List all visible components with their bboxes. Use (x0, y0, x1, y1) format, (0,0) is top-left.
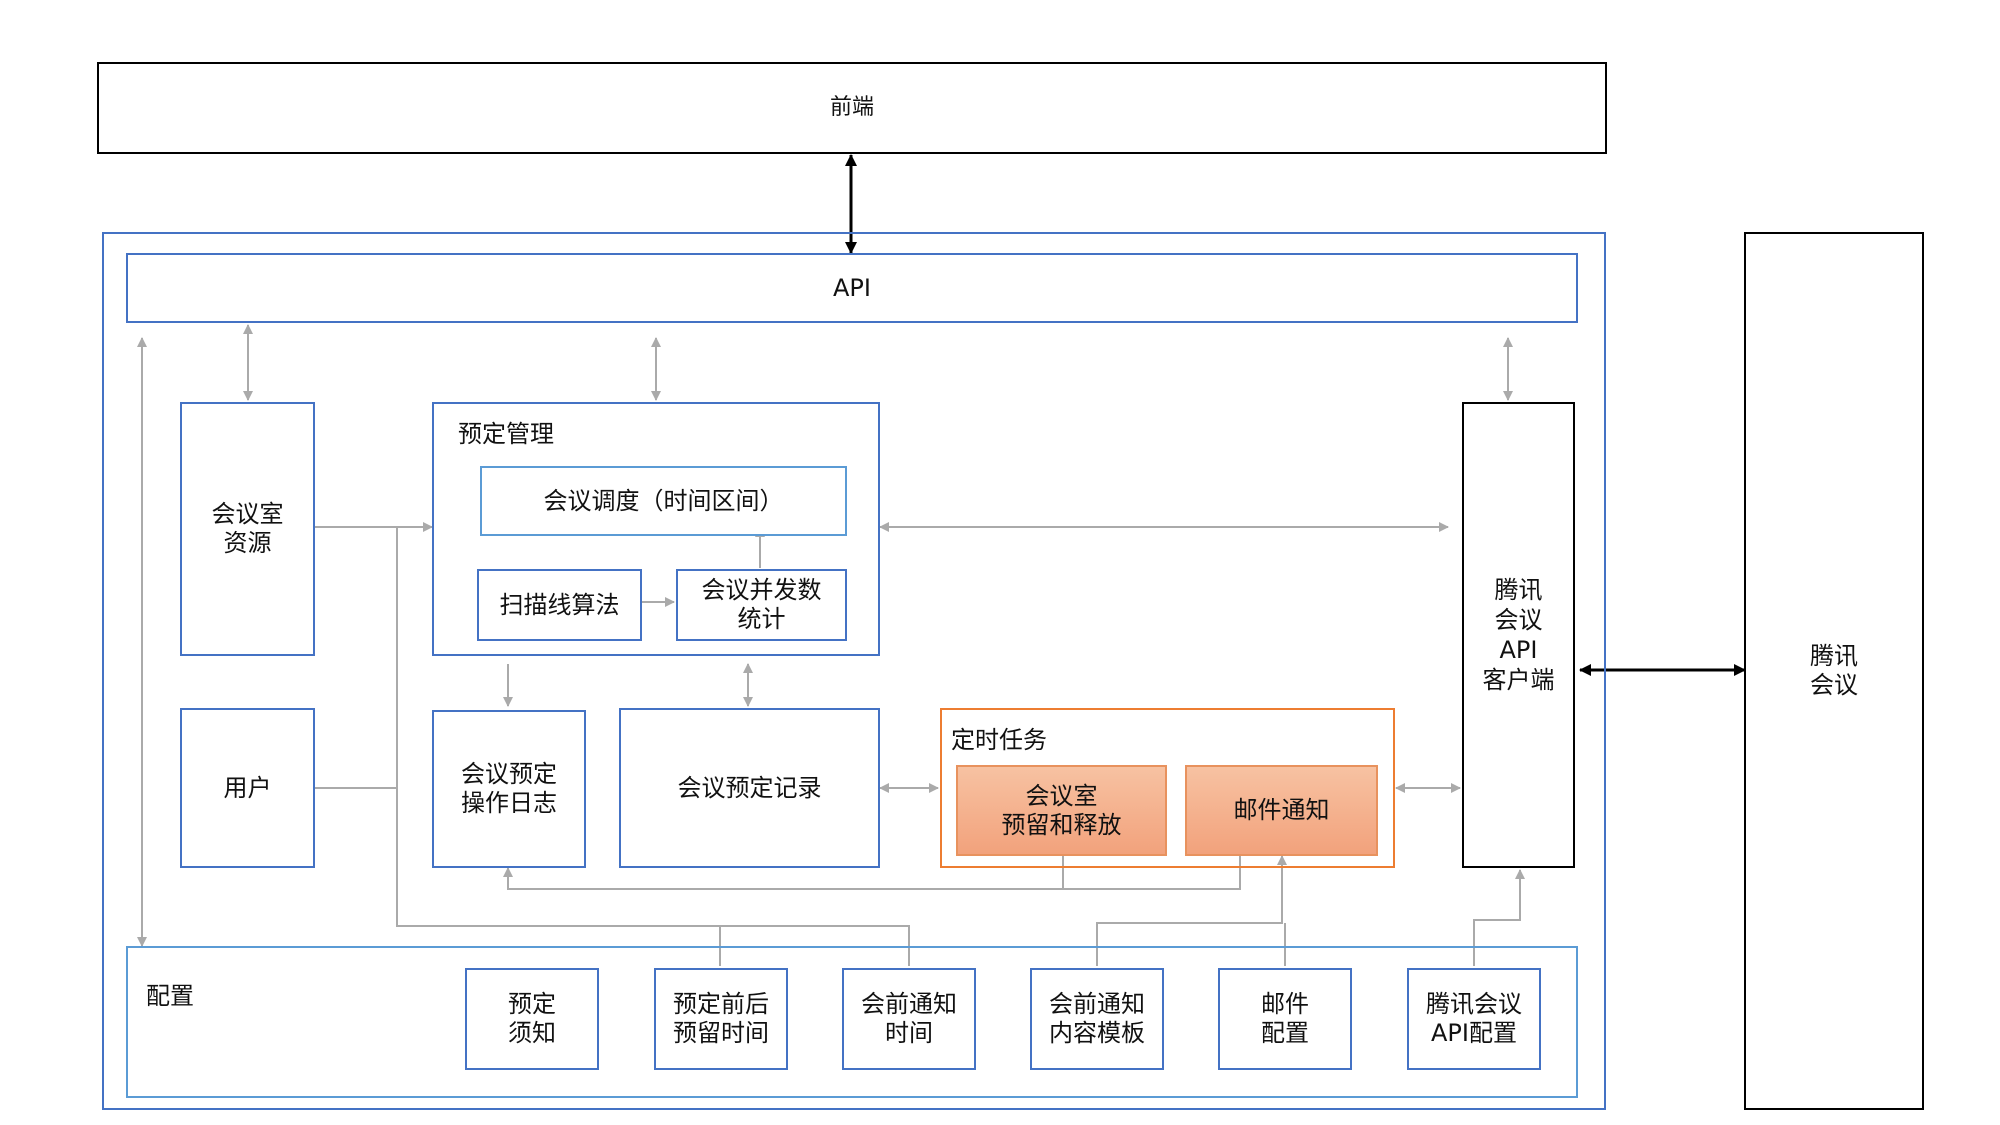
config-item-reserve-time: 预定前后 预留时间 (654, 968, 788, 1070)
room-hold-label: 会议室 预留和释放 (1001, 781, 1122, 839)
backend-container (102, 232, 1606, 1110)
api-box: API (126, 253, 1578, 323)
tencent-meeting-label: 腾讯 会议 (1810, 642, 1858, 699)
config-item-notice: 预定 须知 (465, 968, 599, 1070)
mail-notify-label: 邮件通知 (1233, 796, 1330, 825)
frontend-box: 前端 (97, 62, 1607, 154)
tencent-meeting-box: 腾讯 会议 (1744, 232, 1924, 1110)
booking-mgmt-box (432, 402, 880, 656)
scheduling-label: 会议调度（时间区间） (543, 486, 784, 515)
config-item-notify-template: 会前通知 内容模板 (1030, 968, 1164, 1070)
config-item-mail: 邮件 配置 (1218, 968, 1352, 1070)
config-item-label: 邮件 配置 (1261, 990, 1309, 1047)
concurrency-box: 会议并发数 统计 (676, 569, 847, 641)
config-item-label: 预定 须知 (508, 990, 556, 1047)
booking-mgmt-title: 预定管理 (458, 420, 554, 448)
api-label: API (833, 273, 871, 302)
config-item-tencent-api: 腾讯会议 API配置 (1407, 968, 1541, 1070)
sweep-line-box: 扫描线算法 (477, 569, 642, 641)
config-title: 配置 (146, 982, 194, 1010)
booking-log-label: 会议预定 操作日志 (461, 760, 557, 817)
config-item-label: 会前通知 时间 (861, 990, 957, 1047)
scheduled-tasks-title: 定时任务 (951, 726, 1047, 754)
user-label: 用户 (223, 773, 272, 802)
scheduling-box: 会议调度（时间区间） (480, 466, 847, 536)
mail-notify-box: 邮件通知 (1185, 765, 1378, 856)
config-item-label: 会前通知 内容模板 (1049, 990, 1145, 1047)
config-box (126, 946, 1578, 1098)
booking-log-box: 会议预定 操作日志 (432, 710, 586, 868)
booking-records-label: 会议预定记录 (677, 773, 822, 802)
config-item-notify-time: 会前通知 时间 (842, 968, 976, 1070)
tencent-client-box: 腾讯 会议 API 客户端 (1462, 402, 1575, 868)
user-box: 用户 (180, 708, 315, 868)
booking-records-box: 会议预定记录 (619, 708, 880, 868)
concurrency-label: 会议并发数 统计 (701, 576, 822, 633)
frontend-label: 前端 (829, 94, 874, 120)
room-resource-box: 会议室 资源 (180, 402, 315, 656)
room-hold-box: 会议室 预留和释放 (956, 765, 1167, 856)
sweep-line-label: 扫描线算法 (499, 590, 620, 619)
config-item-label: 预定前后 预留时间 (673, 990, 769, 1047)
config-item-label: 腾讯会议 API配置 (1426, 990, 1522, 1047)
tencent-client-label: 腾讯 会议 API 客户端 (1482, 576, 1555, 694)
scheduled-tasks-box (940, 708, 1395, 868)
room-resource-label: 会议室 资源 (211, 500, 284, 557)
